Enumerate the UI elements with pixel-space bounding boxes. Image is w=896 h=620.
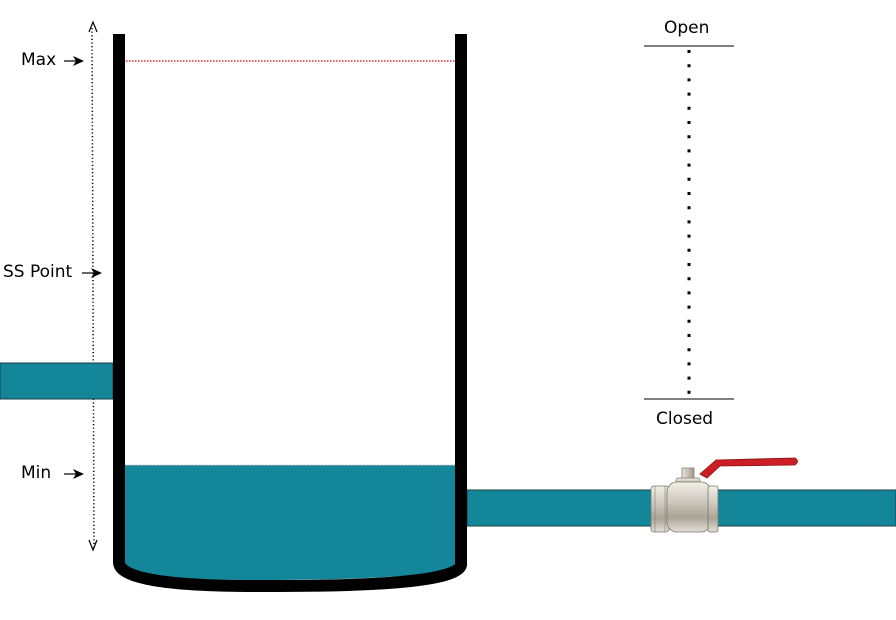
setpoint-arrow-icon xyxy=(82,268,102,278)
tank-wall xyxy=(113,34,467,592)
valve-closed-label: Closed xyxy=(656,409,714,429)
max-arrow-icon xyxy=(64,56,84,66)
level-scale xyxy=(88,20,98,552)
inlet-pipe xyxy=(0,362,114,400)
setpoint-label: SS Point xyxy=(3,262,73,282)
ball-valve-icon[interactable] xyxy=(650,457,798,533)
min-arrow-icon xyxy=(64,469,84,479)
max-level-label: Max xyxy=(21,50,57,70)
min-level-label: Min xyxy=(21,463,52,483)
tank-water xyxy=(125,465,455,580)
valve-position-scale xyxy=(644,45,734,400)
valve-open-label: Open xyxy=(664,18,710,38)
